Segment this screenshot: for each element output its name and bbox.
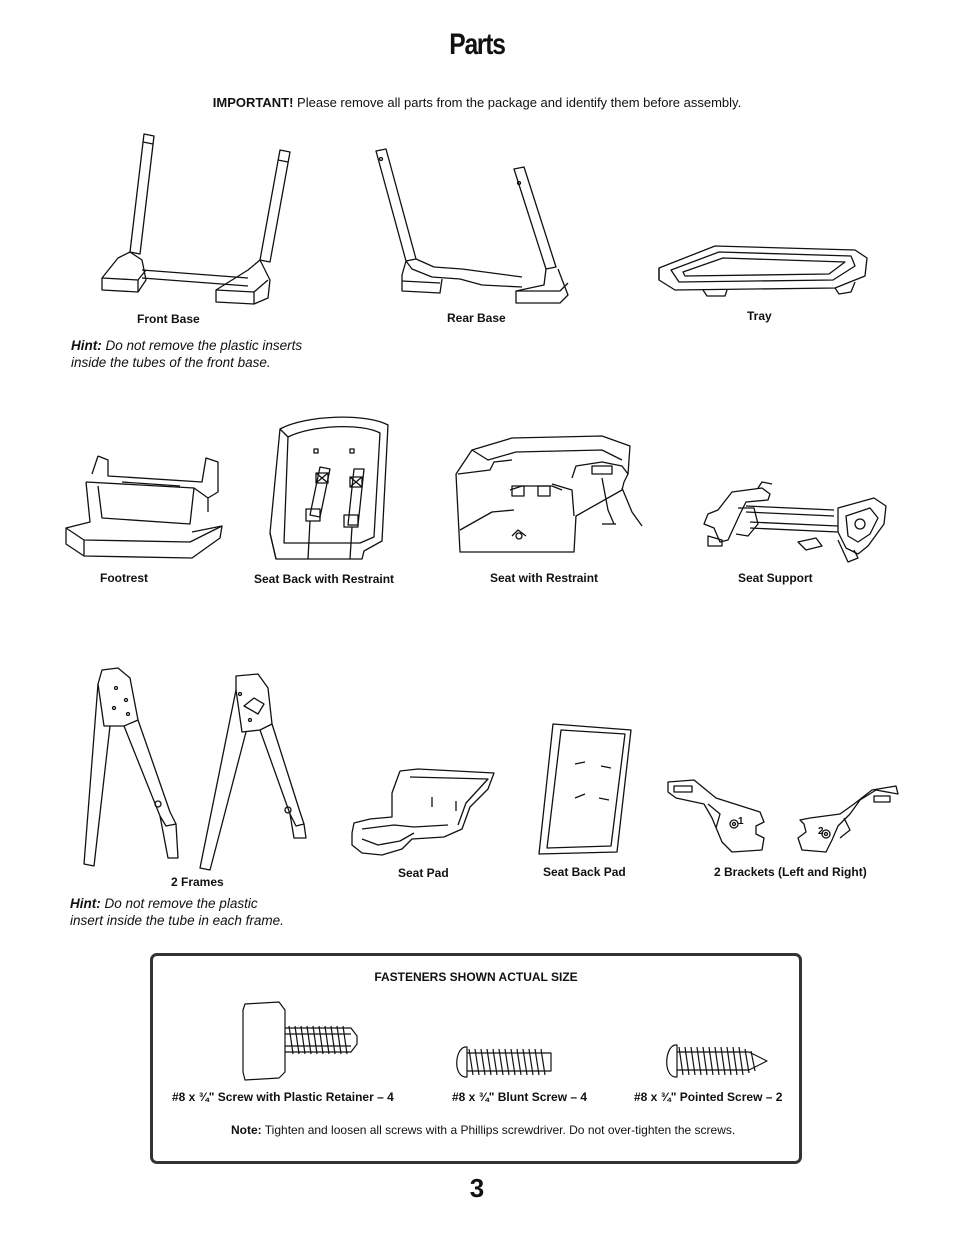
seat-back-pad-label: Seat Back Pad [543, 865, 626, 879]
rear-base-illustration [372, 145, 582, 305]
screw-retainer-label: #8 x ¾" Screw with Plastic Retainer – 4 [172, 1090, 394, 1104]
blunt-screw-label: #8 x ¾" Blunt Screw – 4 [452, 1090, 588, 1104]
seat-support-label: Seat Support [738, 571, 813, 585]
brackets-label: 2 Brackets (Left and Right) [714, 865, 867, 879]
hint-text: Do not remove the plastic inserts [101, 338, 303, 353]
hint-text: insert inside the tube in each frame. [70, 913, 284, 928]
seat-restraint-label: Seat with Restraint [490, 571, 599, 585]
seat-pad-illustration [348, 767, 496, 859]
seat-pad-label: Seat Pad [398, 866, 449, 880]
seat-support-illustration [698, 480, 890, 566]
brackets-illustration: 1 2 [664, 778, 902, 862]
screw-retainer-illustration [239, 1000, 359, 1082]
fasteners-box: FASTENERS SHOWN ACTUAL SIZE #8 x ¾" Scre… [150, 953, 802, 1164]
seat-restraint-illustration [452, 430, 646, 558]
seat-back-restraint-label: Seat Back with Restraint [254, 572, 395, 586]
frames-label: 2 Frames [171, 875, 224, 889]
important-label: IMPORTANT! [212, 95, 294, 110]
bracket-2-number: 2 [818, 826, 824, 837]
bracket-1-number: 1 [738, 816, 744, 827]
pointed-screw-label: #8 x ¾" Pointed Screw – 2 [634, 1090, 783, 1104]
hint-label: Hint: [70, 896, 101, 911]
hint-label: Hint: [71, 338, 102, 353]
note-text: Tighten and loosen all screws with a Phi… [261, 1123, 736, 1137]
tray-label: Tray [747, 309, 772, 323]
fasteners-heading: FASTENERS SHOWN ACTUAL SIZE [374, 970, 578, 984]
blunt-screw-illustration [451, 1043, 557, 1081]
seat-back-pad-illustration [535, 718, 635, 858]
rear-base-label: Rear Base [447, 311, 506, 325]
page-number: 3 [469, 1173, 485, 1203]
page-title: Parts [449, 28, 506, 61]
hint-text: inside the tubes of the front base. [71, 355, 271, 370]
footrest-illustration [62, 452, 224, 560]
hint-front-base: Hint: Do not remove the plastic inserts … [71, 337, 302, 371]
hint-frames: Hint: Do not remove the plastic insert i… [70, 895, 284, 929]
front-base-illustration [98, 130, 298, 305]
hint-text: Do not remove the plastic [100, 896, 258, 911]
pointed-screw-illustration [661, 1041, 771, 1081]
seat-back-restraint-illustration [266, 413, 396, 565]
important-text: Please remove all parts from the package… [293, 95, 742, 110]
note-label: Note: [231, 1123, 262, 1137]
footrest-label: Footrest [100, 571, 148, 585]
tray-illustration [655, 236, 870, 298]
important-notice: IMPORTANT! Please remove all parts from … [0, 95, 954, 110]
fasteners-note: Note: Tighten and loosen all screws with… [231, 1123, 735, 1137]
frames-illustration [64, 664, 310, 876]
front-base-label: Front Base [137, 312, 200, 326]
